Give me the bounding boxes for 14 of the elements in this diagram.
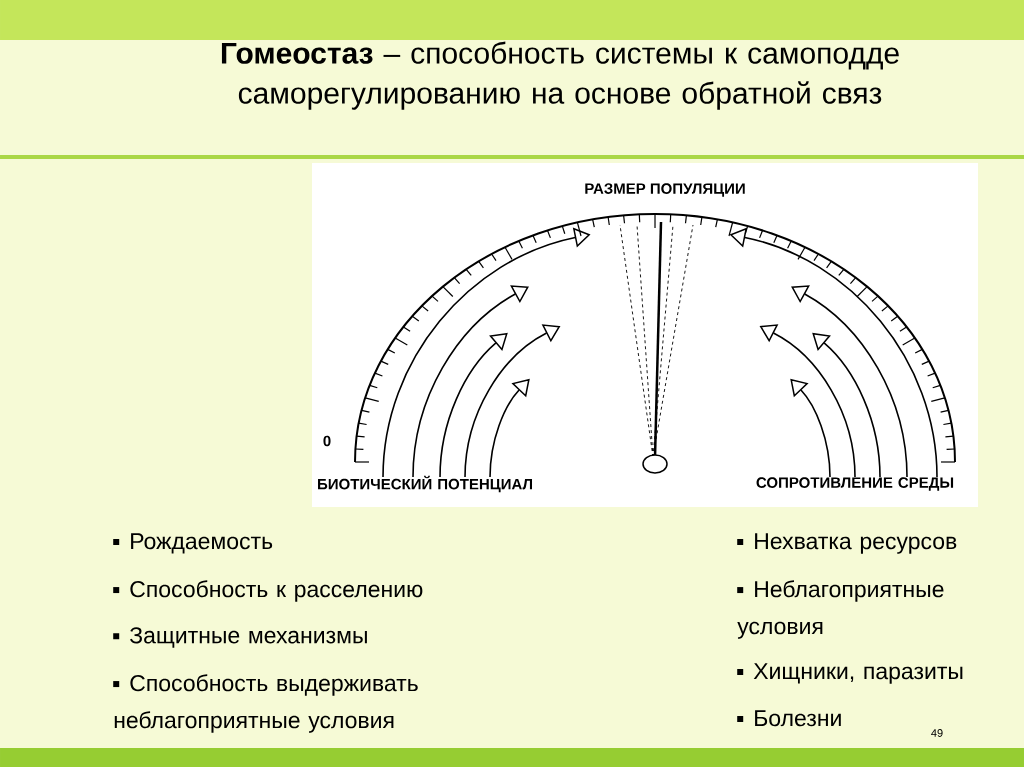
scale-zero: 0 xyxy=(323,435,331,447)
bullet-item: Способность выдерживать неблагоприятные условия xyxy=(113,674,418,733)
side-label: БИОТИЧЕСКИЙ ПОТЕНЦИАЛ xyxy=(318,475,532,493)
bullet-item: Защитные механизмы xyxy=(113,627,367,648)
bullet-item: Неблагоприятные условия xyxy=(737,580,944,639)
bullet-item: Рождаемость xyxy=(113,533,273,554)
bullet-item: Способность к расселению xyxy=(113,580,423,602)
page-number: 49 xyxy=(931,729,943,737)
title: Гомеостаз – способность системы к самоподде саморегулированию на основе обратной связ xyxy=(221,41,899,110)
bullet-item: Болезни xyxy=(737,710,841,727)
bullet-item: Нехватка ресурсов xyxy=(737,533,957,554)
scale-title: РАЗМЕР ПОПУЛЯЦИИ xyxy=(585,183,745,197)
side-label: СОПРОТИВЛЕНИЕ СРЕДЫ xyxy=(756,477,954,491)
bullet-item: Хищники, паразиты xyxy=(737,663,963,684)
